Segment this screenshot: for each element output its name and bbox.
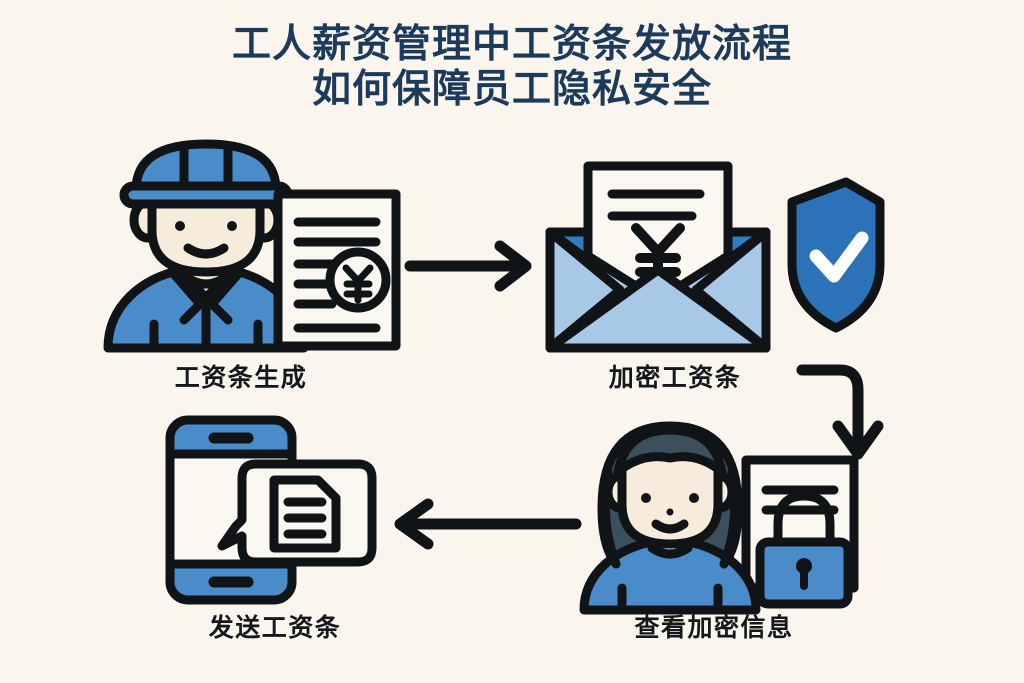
yen-symbol-icon <box>631 223 685 293</box>
step-payslip-encryption: 加密工资条 <box>540 160 890 392</box>
padlock-icon <box>755 491 853 609</box>
step-view-encrypted-info: 查看加密信息 <box>578 412 859 650</box>
step-generate-artwork <box>96 138 416 353</box>
shield-check-icon <box>787 177 885 333</box>
step-label-send: 发送工资条 <box>208 614 342 642</box>
page-title: 工人薪资管理中工资条发放流程 如何保障员工隐私安全 <box>0 22 1024 112</box>
step-encrypt-artwork <box>540 160 890 355</box>
step-label-encrypt: 加密工资条 <box>608 364 742 392</box>
speech-bubble-icon <box>217 459 377 567</box>
step-send-artwork <box>160 412 395 607</box>
step-view-artwork <box>578 412 859 615</box>
title-line-1: 工人薪资管理中工资条发放流程 <box>231 23 792 66</box>
worker-with-hardhat-icon <box>103 139 309 353</box>
step-label-view: 查看加密信息 <box>634 614 794 642</box>
step-payslip-generation: 工资条生成 <box>96 138 416 392</box>
payslip-document-icon <box>273 189 401 351</box>
arrow-encrypt-to-view <box>796 356 906 466</box>
title-line-2: 如何保障员工隐私安全 <box>311 68 712 112</box>
open-envelope-icon <box>545 227 771 353</box>
arrow-view-to-send <box>382 494 582 554</box>
document-icon <box>269 475 341 553</box>
arrow-generate-to-encrypt <box>404 236 544 296</box>
female-employee-icon <box>579 421 761 615</box>
yen-symbol-icon <box>325 247 391 313</box>
step-label-generate: 工资条生成 <box>174 364 308 392</box>
step-send-payslip: 发送工资条 <box>160 412 395 650</box>
